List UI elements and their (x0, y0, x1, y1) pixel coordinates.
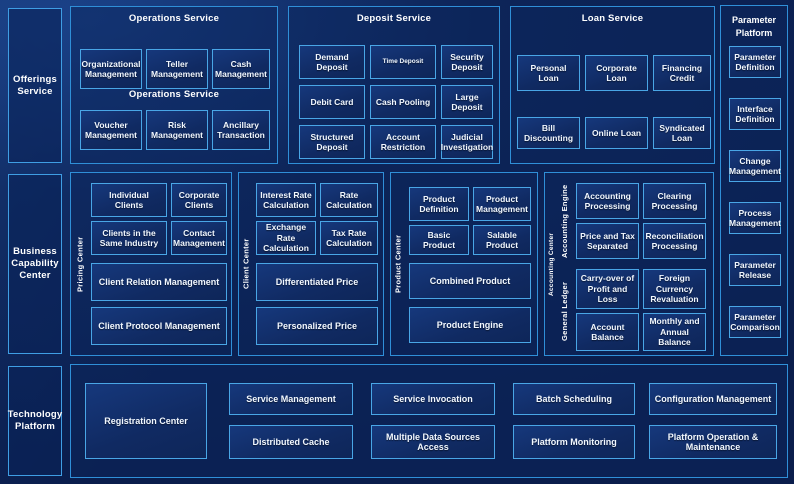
parameter-platform-title: Parameter Platform (731, 15, 777, 38)
vertical-label-client-center: Client Center (241, 238, 251, 290)
cell-accounting-processing[interactable]: Accounting Processing (576, 183, 639, 219)
cell-ancillary-transaction[interactable]: Ancillary Transaction (212, 110, 270, 150)
cell-interface-definition[interactable]: Interface Definition (729, 98, 781, 130)
cell-clearing-processing[interactable]: Clearing Processing (643, 183, 706, 219)
cell-structured-deposit[interactable]: Structured Deposit (299, 125, 365, 159)
cell-cash-management[interactable]: Cash Management (212, 49, 270, 89)
cell-personal-loan[interactable]: Personal Loan (517, 55, 580, 91)
cell-demand-deposit[interactable]: Demand Deposit (299, 45, 365, 79)
group-loan-service: Loan Service Personal Loan Corporate Loa… (510, 6, 715, 164)
cell-monthly-and-annual-balance[interactable]: Monthly and Annual Balance (643, 313, 706, 351)
cell-organizational-management[interactable]: Organizational Management (80, 49, 142, 89)
group-client-center: Client Center Interest Rate Calculation … (238, 172, 384, 356)
cell-platform-operation-maintenance[interactable]: Platform Operation & Maintenance (649, 425, 777, 459)
cell-process-management[interactable]: Process Management (729, 202, 781, 234)
cell-product-management[interactable]: Product Management (473, 187, 531, 221)
cell-time-deposit[interactable]: Time Deposit (370, 45, 436, 79)
cell-individual-clients[interactable]: Individual Clients (91, 183, 167, 217)
cell-price-and-tax-separated[interactable]: Price and Tax Separated (576, 223, 639, 259)
cell-platform-monitoring[interactable]: Platform Monitoring (513, 425, 635, 459)
row-label-offerings-service: Offerings Service (8, 8, 62, 163)
cell-teller-management[interactable]: Teller Management (146, 49, 208, 89)
group-product-center: Product Center Product Definition Produc… (390, 172, 538, 356)
cell-clients-in-the-same-industry[interactable]: Clients in the Same Industry (91, 221, 167, 255)
cell-basic-product[interactable]: Basic Product (409, 225, 469, 255)
cell-cash-pooling[interactable]: Cash Pooling (370, 85, 436, 119)
cell-debit-card[interactable]: Debit Card (299, 85, 365, 119)
vertical-label-accounting-engine: Accounting Engine (560, 184, 569, 258)
cell-account-balance[interactable]: Account Balance (576, 313, 639, 351)
group-title-operations-service-duplicate: Operations Service (128, 89, 220, 100)
cell-risk-management[interactable]: Risk Management (146, 110, 208, 150)
cell-account-restriction[interactable]: Account Restriction (370, 125, 436, 159)
cell-large-deposit[interactable]: Large Deposit (441, 85, 493, 119)
subgroup-accounting-engine: Accounting Engine Accounting Processing … (558, 178, 711, 264)
group-title-deposit-service: Deposit Service (356, 13, 432, 24)
cell-service-management[interactable]: Service Management (229, 383, 353, 415)
cell-differentiated-price[interactable]: Differentiated Price (256, 263, 378, 301)
vertical-label-product-center: Product Center (393, 234, 403, 294)
cell-foreign-currency-revaluation[interactable]: Foreign Currency Revaluation (643, 269, 706, 309)
cell-corporate-clients[interactable]: Corporate Clients (171, 183, 227, 217)
cell-syndicated-loan[interactable]: Syndicated Loan (653, 117, 711, 149)
cell-security-deposit[interactable]: Security Deposit (441, 45, 493, 79)
vertical-label-pricing-center: Pricing Center (75, 236, 85, 292)
cell-parameter-comparison[interactable]: Parameter Comparison (729, 306, 781, 338)
cell-judicial-investigation[interactable]: Judicial Investigation (441, 125, 493, 159)
cell-configuration-management[interactable]: Configuration Management (649, 383, 777, 415)
vertical-label-accounting-center: Accounting Center (548, 232, 555, 296)
cell-reconciliation-processing[interactable]: Reconciliation Processing (643, 223, 706, 259)
row-label-technology-platform: Technology Platform (8, 366, 62, 476)
row-label-business-capability-center: Business Capability Center (8, 174, 62, 354)
cell-multiple-data-sources-access[interactable]: Multiple Data Sources Access (371, 425, 495, 459)
cell-parameter-definition[interactable]: Parameter Definition (729, 46, 781, 78)
cell-corporate-loan[interactable]: Corporate Loan (585, 55, 648, 91)
cell-financing-credit[interactable]: Financing Credit (653, 55, 711, 91)
cell-contact-management[interactable]: Contact Management (171, 221, 227, 255)
group-parameter-platform: Parameter Platform Parameter Definition … (720, 5, 788, 356)
cell-exchange-rate-calculation[interactable]: Exchange Rate Calculation (256, 221, 316, 255)
cell-rate-calculation[interactable]: Rate Calculation (320, 183, 378, 217)
cell-client-protocol-management[interactable]: Client Protocol Management (91, 307, 227, 345)
cell-combined-product[interactable]: Combined Product (409, 263, 531, 299)
group-title-loan-service: Loan Service (581, 13, 644, 24)
cell-parameter-release[interactable]: Parameter Release (729, 254, 781, 286)
group-accounting-center: Accounting Center Accounting Engine Acco… (544, 172, 714, 356)
cell-product-engine[interactable]: Product Engine (409, 307, 531, 343)
vertical-label-general-ledger: General Ledger (560, 281, 569, 341)
cell-salable-product[interactable]: Salable Product (473, 225, 531, 255)
cell-service-invocation[interactable]: Service Invocation (371, 383, 495, 415)
subgroup-general-ledger: General Ledger Carry-over of Profit and … (558, 269, 711, 353)
cell-distributed-cache[interactable]: Distributed Cache (229, 425, 353, 459)
cell-carry-over-of-profit-and-loss[interactable]: Carry-over of Profit and Loss (576, 269, 639, 309)
cell-batch-scheduling[interactable]: Batch Scheduling (513, 383, 635, 415)
cell-product-definition[interactable]: Product Definition (409, 187, 469, 221)
cell-voucher-management[interactable]: Voucher Management (80, 110, 142, 150)
group-pricing-center: Pricing Center Individual Clients Corpor… (70, 172, 232, 356)
group-title-operations-service: Operations Service (128, 13, 220, 24)
cell-tax-rate-calculation[interactable]: Tax Rate Calculation (320, 221, 378, 255)
cell-interest-rate-calculation[interactable]: Interest Rate Calculation (256, 183, 316, 217)
group-deposit-service: Deposit Service Demand Deposit Time Depo… (288, 6, 500, 164)
cell-client-relation-management[interactable]: Client Relation Management (91, 263, 227, 301)
cell-personalized-price[interactable]: Personalized Price (256, 307, 378, 345)
cell-registration-center[interactable]: Registration Center (85, 383, 207, 459)
group-technology-platform: Registration Center Service Management S… (70, 364, 788, 478)
group-operations-service: Operations Service Operations Service Or… (70, 6, 278, 164)
cell-change-management[interactable]: Change Management (729, 150, 781, 182)
cell-online-loan[interactable]: Online Loan (585, 117, 648, 149)
cell-bill-discounting[interactable]: Bill Discounting (517, 117, 580, 149)
